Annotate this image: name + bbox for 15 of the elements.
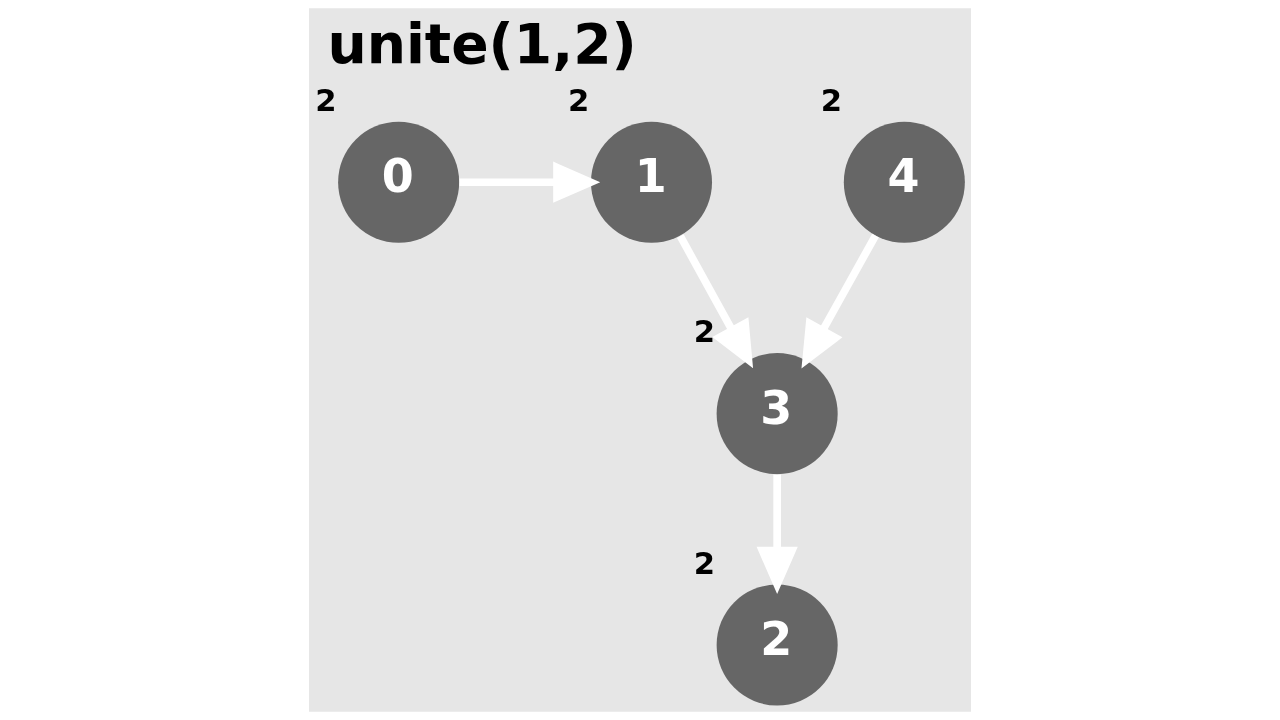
node-circle: 1 [590,121,712,243]
arrow [676,234,754,369]
node-label: 2 [315,82,337,118]
node-label: 2 [693,314,715,350]
arrow [756,474,798,594]
node-circle: 3 [716,353,838,475]
node-circle: 2 [716,584,838,706]
node-label: 2 [567,82,590,118]
node-label: 2 [820,82,843,118]
arrow [801,233,879,369]
arrow [459,161,601,203]
node-circle: 0 [338,121,460,243]
node-label: 2 [693,545,715,581]
node-circle: 4 [843,121,965,243]
diagram-title: unite(1,2) [327,12,637,77]
